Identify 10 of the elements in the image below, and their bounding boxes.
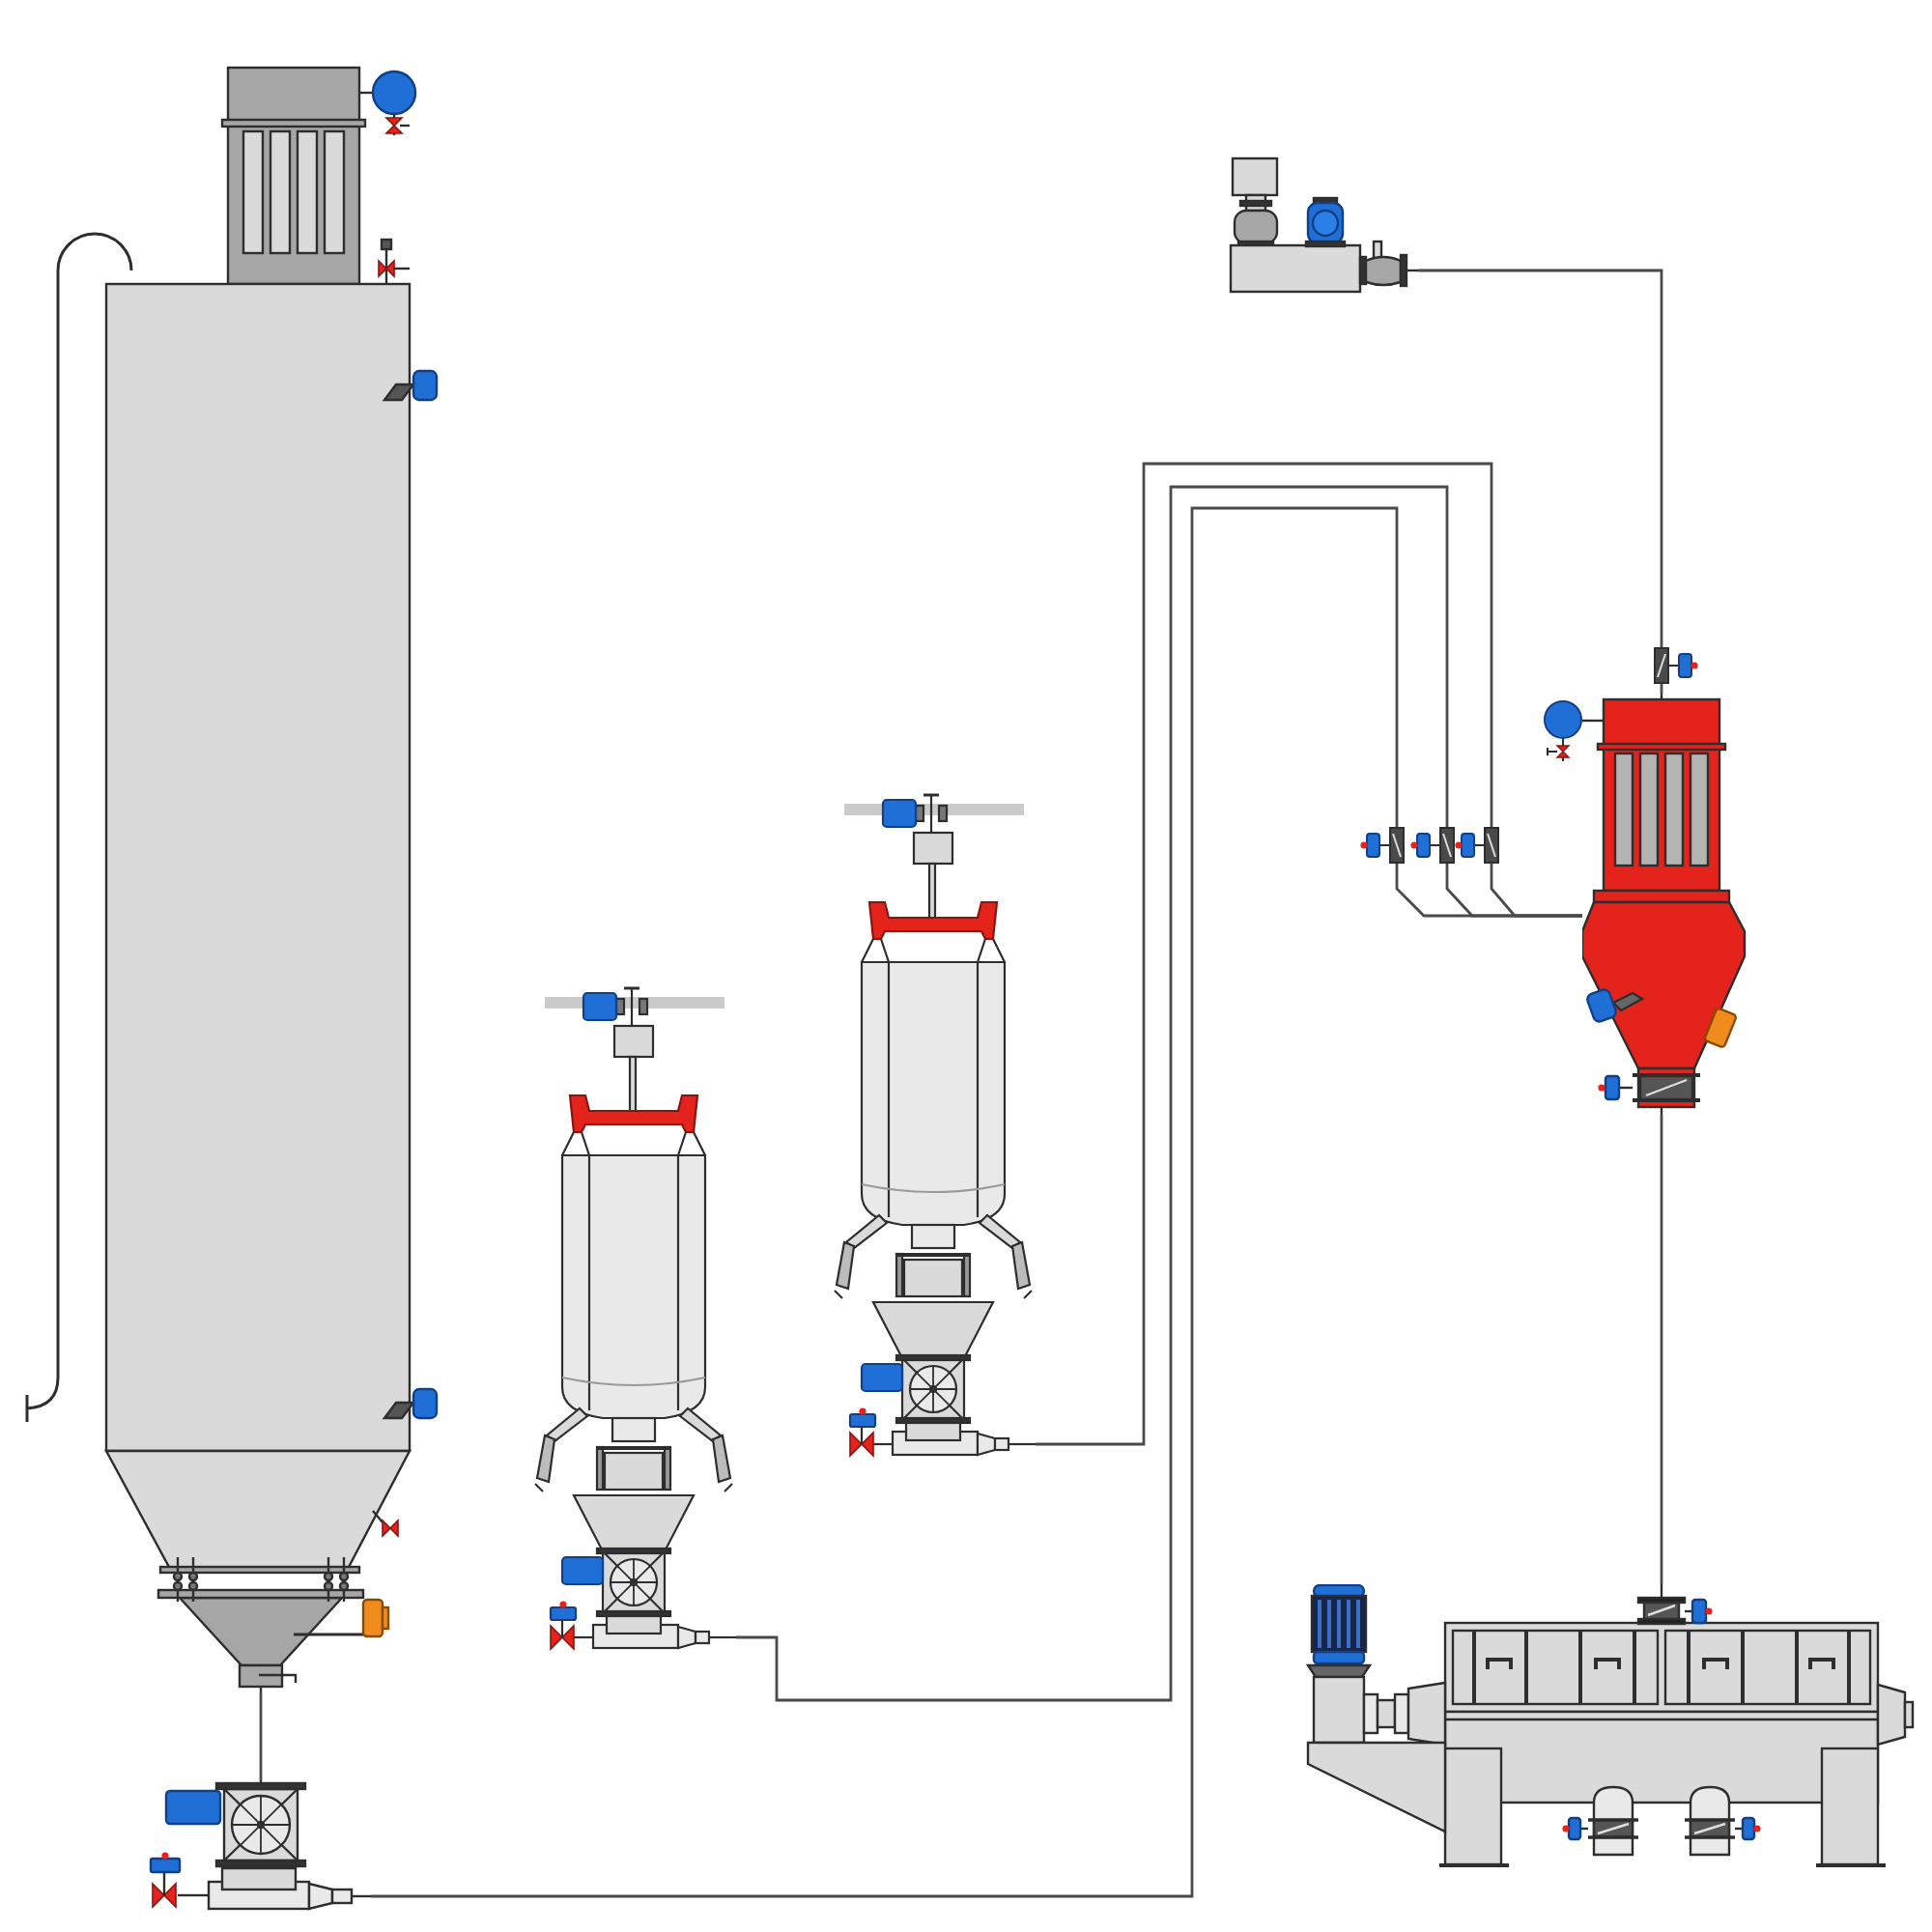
- pipe-line: [1418, 269, 1663, 694]
- bag-unloader-drawing: [833, 790, 1036, 1461]
- pipe-line: [1036, 462, 1582, 1446]
- filter-receiver-drawing: [1582, 694, 1747, 1115]
- pipe-line: [1660, 1115, 1663, 1584]
- pipe-line: [259, 1692, 263, 1781]
- blower-drawing: [1225, 153, 1418, 296]
- bag-unloader-drawing: [533, 983, 736, 1654]
- rotary-valve-drawing: [147, 1781, 371, 1913]
- mixer-drawing: [1304, 1584, 1918, 1870]
